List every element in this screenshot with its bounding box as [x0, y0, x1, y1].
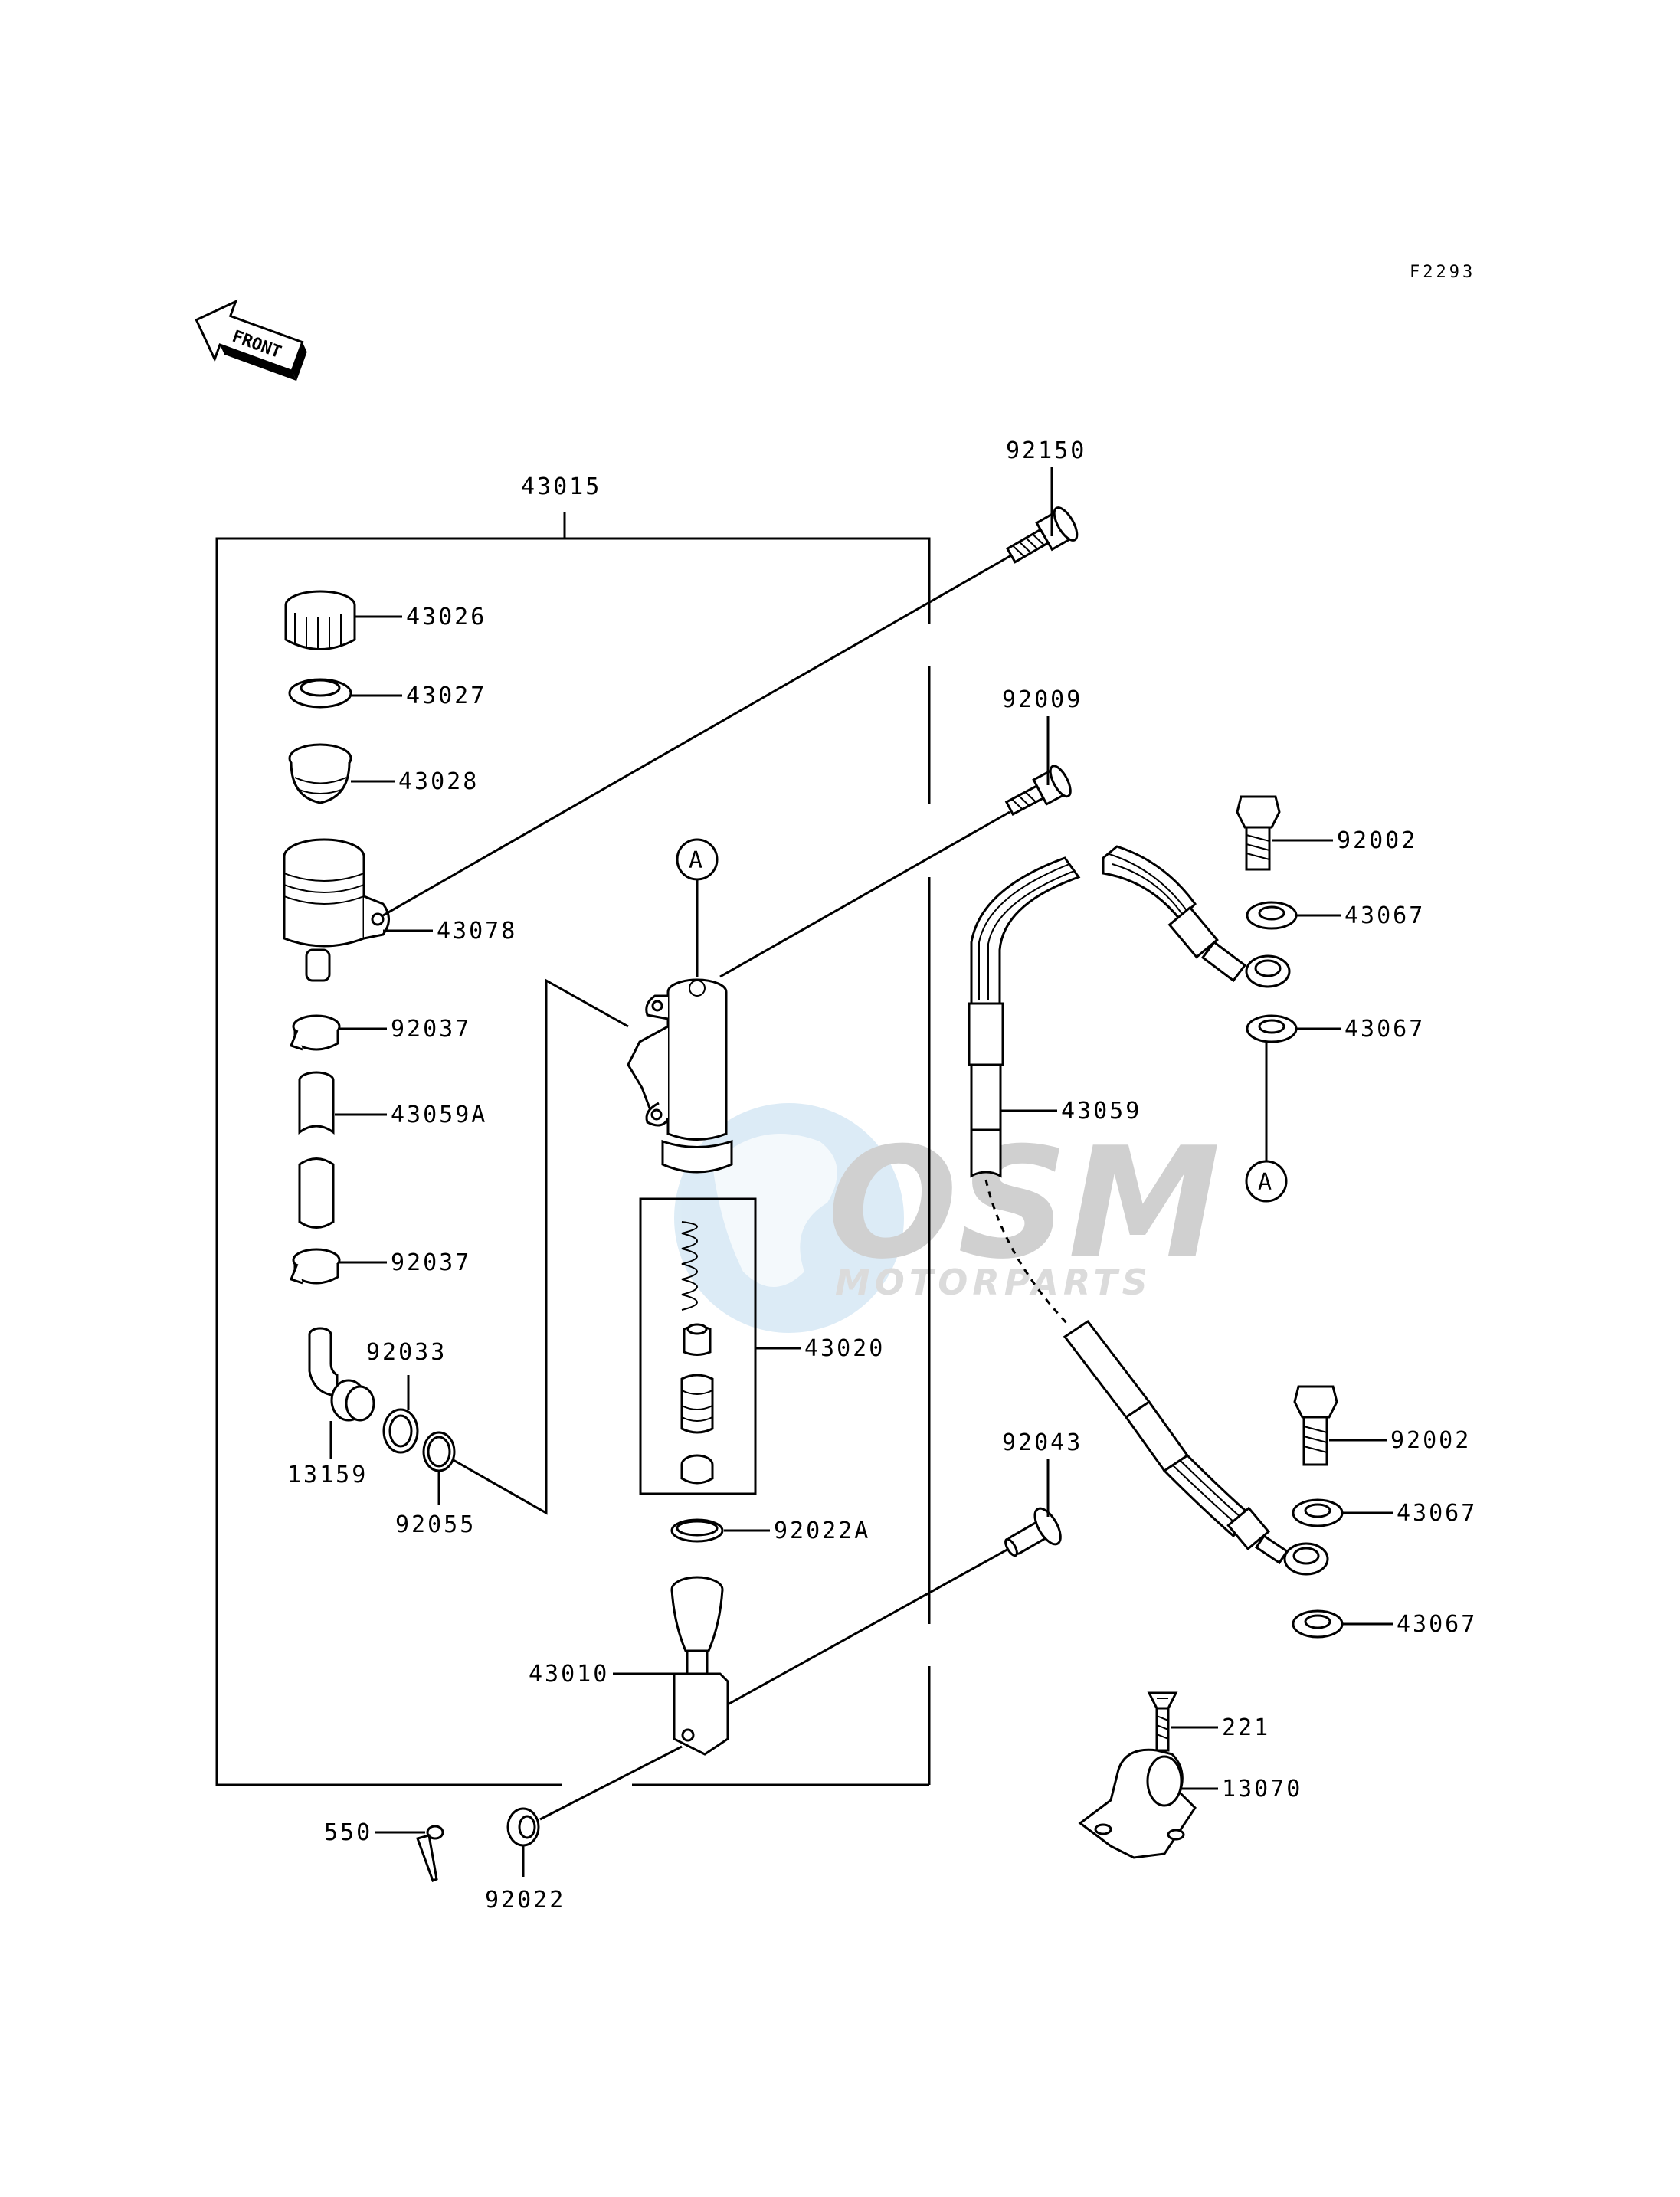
label-92022: 92022	[485, 1887, 565, 1914]
washer-92022	[506, 1807, 540, 1847]
snap-ring-92033	[382, 1408, 419, 1454]
cotter-pin-550	[416, 1825, 444, 1882]
assembly-box-43015	[215, 512, 931, 1786]
brake-hose-43059	[968, 845, 1291, 1178]
label-43067-d: 43067	[1397, 1611, 1477, 1638]
banjo-bolt-92002-b	[1293, 1385, 1338, 1466]
diaphragm-43028	[288, 743, 352, 804]
washer-43067-b	[1246, 1014, 1298, 1043]
watermark-sub: MOTORPARTS	[835, 1262, 1152, 1303]
label-92037-b: 92037	[391, 1249, 471, 1276]
diaphragm-plate-43027	[288, 678, 352, 709]
washer-43067-a	[1246, 901, 1298, 930]
bolt-92009	[1004, 765, 1072, 816]
label-43067-b: 43067	[1344, 1016, 1425, 1043]
washer-43067-c	[1292, 1498, 1344, 1527]
reservoir-43078	[283, 838, 390, 982]
label-43010: 43010	[529, 1661, 609, 1688]
banjo-bolt-92002-a	[1236, 795, 1281, 871]
reservoir-cap-43026	[284, 590, 356, 650]
label-43027: 43027	[406, 683, 486, 709]
label-92037-a: 92037	[391, 1016, 471, 1043]
front-arrow-icon: FRONT	[195, 299, 307, 381]
ref-marker-a-right-label: A	[1258, 1169, 1272, 1196]
label-43067-a: 43067	[1344, 902, 1425, 929]
label-92022a: 92022A	[774, 1518, 870, 1544]
diagram-code: F2293	[1410, 263, 1475, 282]
label-92055: 92055	[395, 1511, 476, 1538]
label-43078: 43078	[437, 918, 517, 945]
master-cylinder-body	[627, 978, 733, 1174]
ref-marker-a-top: A	[676, 838, 719, 881]
hose-43059a	[298, 1071, 335, 1229]
hose-clamp-92037-b	[290, 1248, 341, 1285]
label-43026: 43026	[406, 604, 486, 630]
push-rod-43010	[670, 1576, 729, 1756]
washer-43067-d	[1292, 1609, 1344, 1639]
hose-clamp-92037-a	[290, 1014, 341, 1051]
ref-marker-a-right: A	[1245, 1160, 1288, 1203]
label-43059: 43059	[1061, 1098, 1141, 1125]
label-43015: 43015	[521, 473, 601, 500]
piston-kit-43020	[639, 1197, 757, 1495]
label-92002-a: 92002	[1337, 827, 1417, 854]
circlip-92022a	[670, 1518, 724, 1543]
brake-hose-lower	[1063, 1319, 1329, 1576]
bolt-92150	[1005, 506, 1079, 564]
label-43020: 43020	[804, 1335, 885, 1362]
pin-92043	[1004, 1507, 1062, 1557]
label-43059a: 43059A	[391, 1102, 487, 1128]
label-92002-b: 92002	[1390, 1427, 1471, 1454]
label-92033: 92033	[366, 1339, 447, 1366]
label-13070: 13070	[1222, 1776, 1302, 1802]
label-221: 221	[1222, 1714, 1270, 1741]
ref-marker-a-top-label: A	[689, 847, 702, 874]
label-92150: 92150	[1006, 437, 1086, 464]
label-43028: 43028	[398, 768, 479, 795]
label-550: 550	[324, 1819, 372, 1846]
label-92043: 92043	[1002, 1429, 1082, 1456]
bracket-13070	[1078, 1748, 1197, 1859]
watermark-main: OSM	[827, 1115, 1220, 1293]
o-ring-92055	[422, 1431, 456, 1472]
label-43067-c: 43067	[1397, 1500, 1477, 1527]
screw-221	[1147, 1691, 1178, 1752]
elbow-fitting-13159	[308, 1327, 375, 1422]
label-92009: 92009	[1002, 686, 1082, 713]
label-13159: 13159	[287, 1462, 368, 1488]
